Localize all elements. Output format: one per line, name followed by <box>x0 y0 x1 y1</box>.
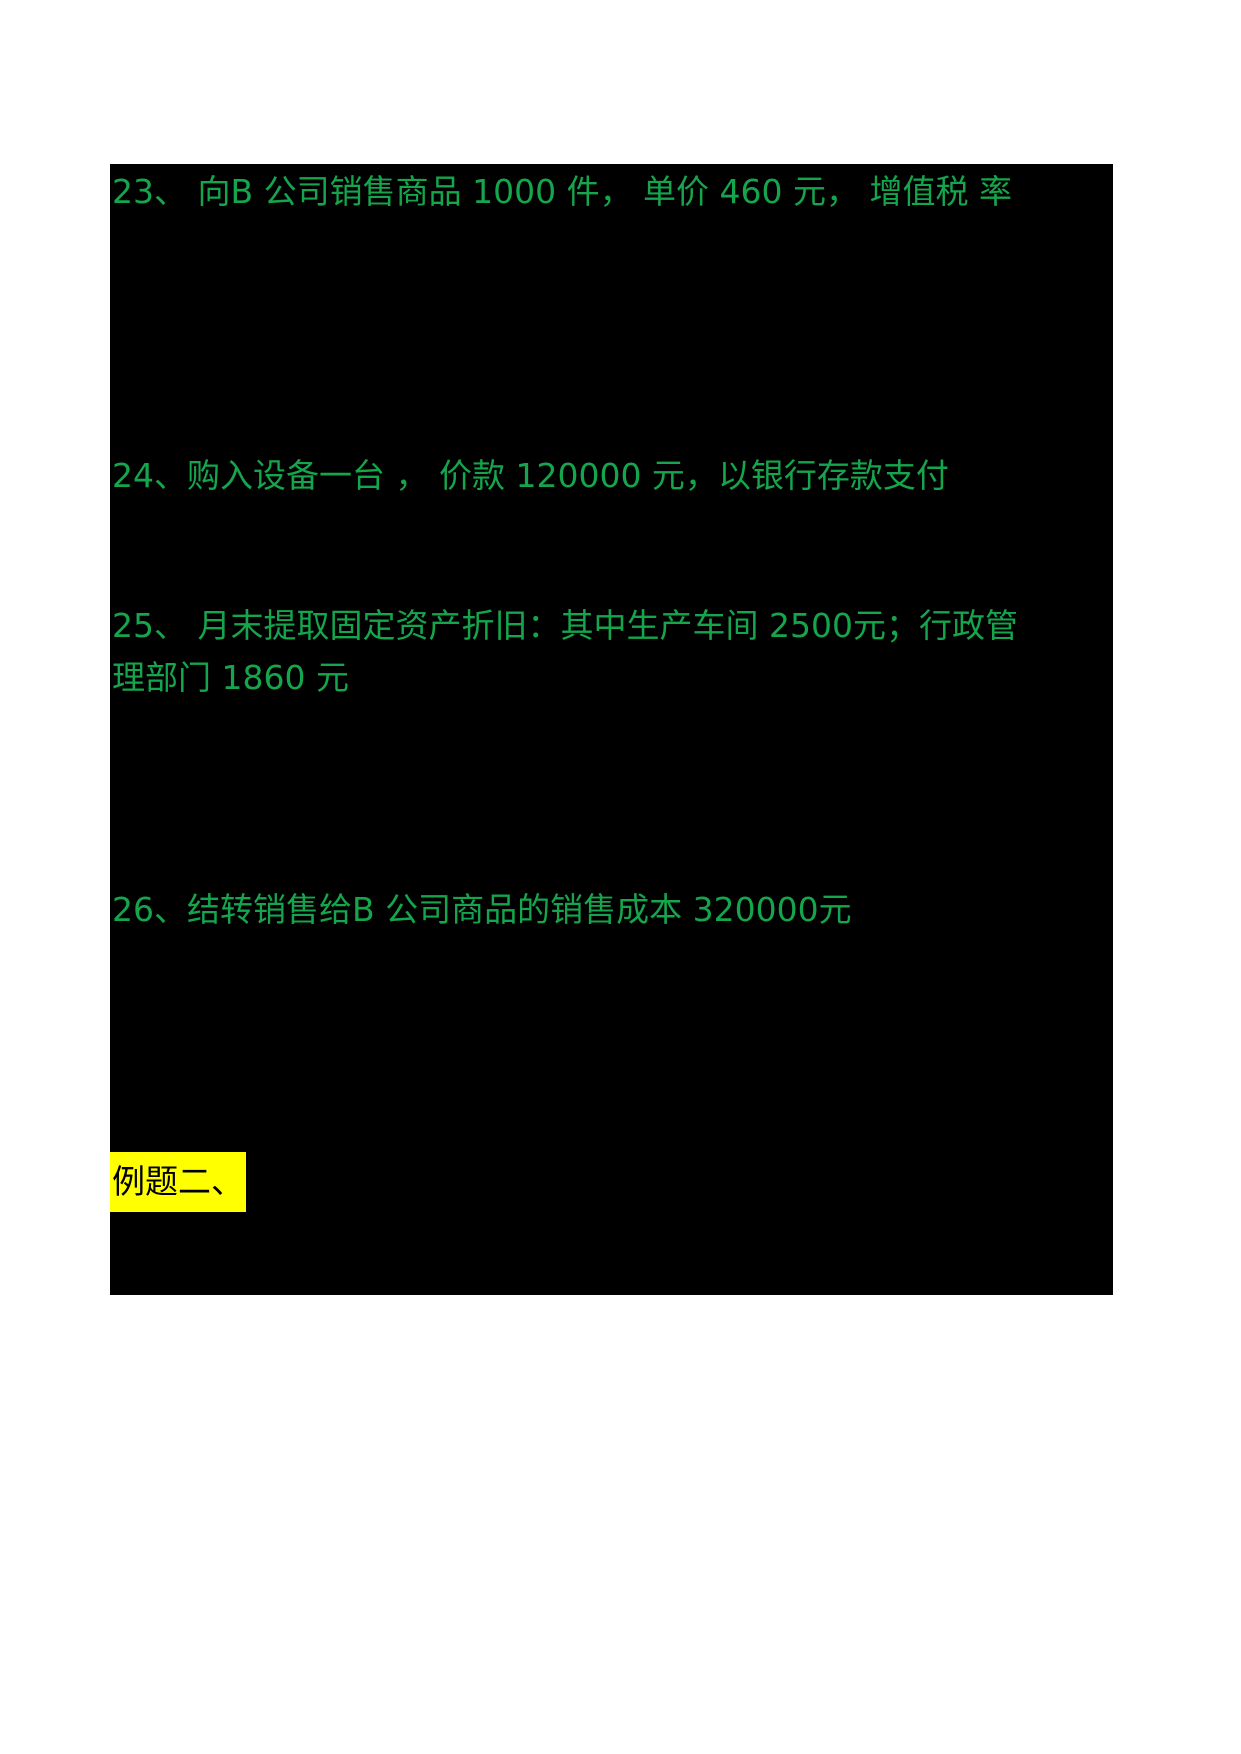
example-two-heading: 例题二、 <box>110 1152 246 1212</box>
list-item-24: 24、购入设备一台 ， 价款 120000 元，以银行存款支付 <box>112 456 949 495</box>
list-item-25-line-2: 理部门 1860 元 <box>112 658 349 697</box>
heading-row: 例题二、 <box>110 1152 246 1212</box>
list-item-25-line-1: 25、 月末提取固定资产折旧：其中生产车间 2500元；行政管 <box>112 606 1018 645</box>
list-item-23: 23、 向B 公司销售商品 1000 件， 单价 460 元， 增值税 率 <box>112 172 1013 211</box>
document-content-block: 23、 向B 公司销售商品 1000 件， 单价 460 元， 增值税 率 24… <box>110 164 1113 1295</box>
list-item-26: 26、结转销售给B 公司商品的销售成本 320000元 <box>112 890 852 929</box>
